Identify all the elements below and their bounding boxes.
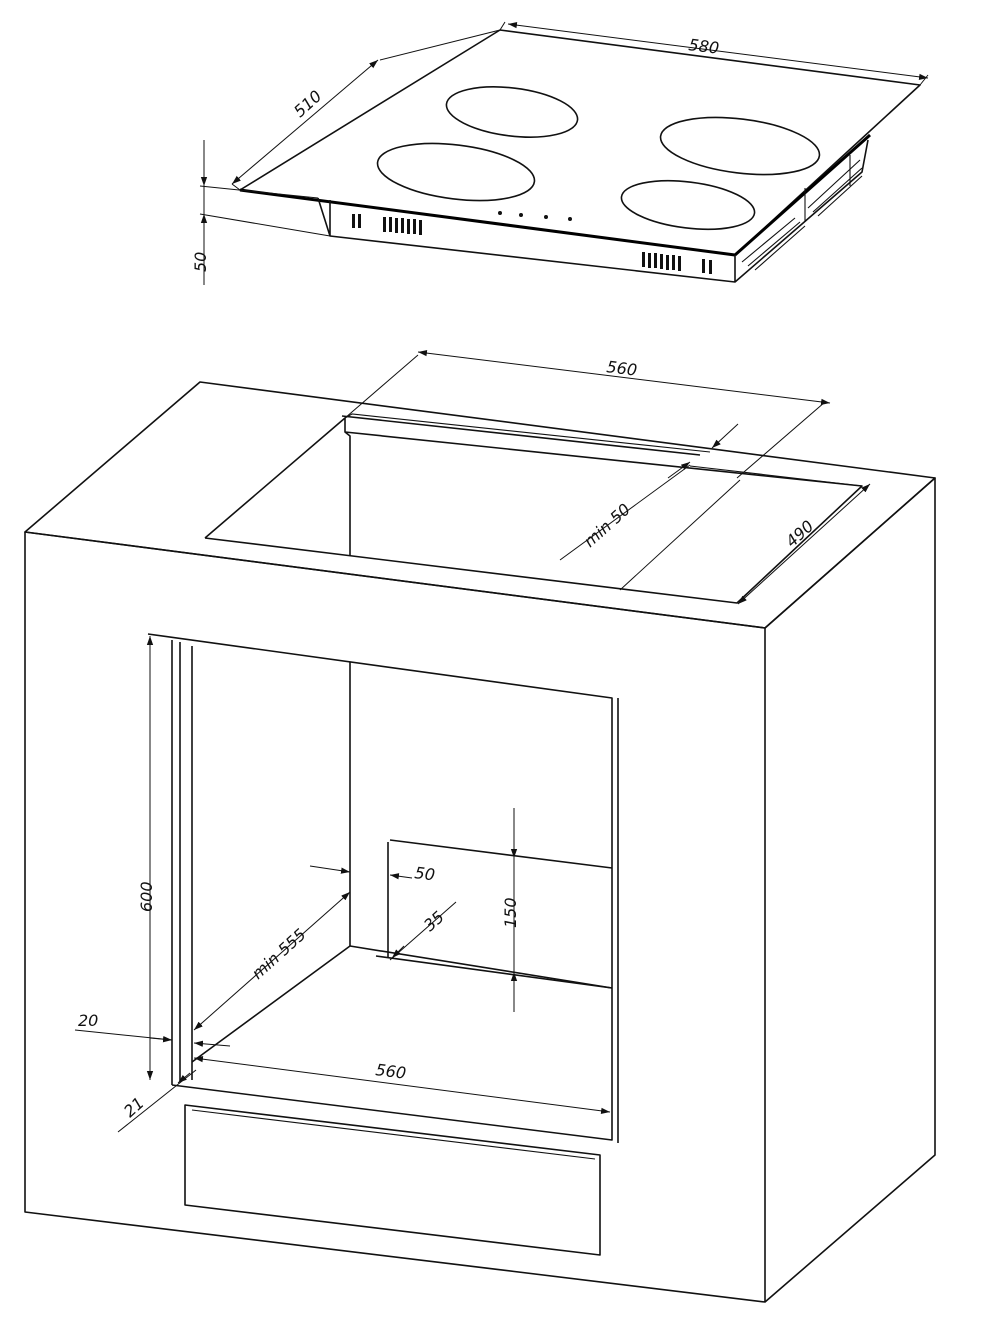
dim-hob-width: 580 <box>499 21 929 86</box>
dim-rear-gap-label: 50 <box>414 863 437 884</box>
worktop-cutout <box>204 413 863 604</box>
dim-hob-height-label: 50 <box>191 252 210 272</box>
dim-cutout-width: 560 <box>344 349 831 479</box>
hob-vents-right <box>642 252 712 274</box>
hob-front-edge <box>239 188 736 257</box>
hob-vents-left <box>352 214 422 235</box>
dim-rear-vent-height: 150 <box>501 808 520 1012</box>
dim-rear-gap: 50 <box>309 863 437 884</box>
drawer-front <box>184 1104 601 1256</box>
dim-cutout-depth-label: 490 <box>782 516 817 551</box>
dim-rear-depth-label: 35 <box>420 907 448 935</box>
burner-front-left <box>376 142 536 202</box>
dim-side-panel-label: 20 <box>78 1011 98 1030</box>
cabinet-front-face <box>24 531 766 1303</box>
cabinet: 560 490 min 50 <box>24 349 936 1303</box>
dim-hob-depth-label: 510 <box>290 86 325 121</box>
burner-rear-left <box>445 86 579 138</box>
dim-niche-width: 560 <box>193 1056 611 1114</box>
dim-rear-vent-height-label: 150 <box>501 897 520 928</box>
dim-front-offset-label: 21 <box>120 1093 148 1121</box>
burner-front-right <box>620 179 756 231</box>
hob-side-vents <box>741 159 863 271</box>
dim-niche-depth: min 555 <box>193 891 351 1031</box>
hob-right-edge <box>734 133 871 257</box>
cabinet-side-face <box>764 477 936 1303</box>
hob-body <box>317 139 869 283</box>
dim-hob-height: 50 <box>191 140 331 285</box>
dim-niche-height: 600 <box>137 636 156 1080</box>
dim-niche-width-label: 560 <box>375 1060 408 1083</box>
dim-side-panel: 20 <box>74 1011 231 1047</box>
hob: 580 510 50 <box>191 21 929 285</box>
dim-rear-depth: 35 <box>389 901 457 961</box>
burner-rear-right <box>659 116 821 176</box>
dim-niche-depth-label: min 555 <box>248 925 310 983</box>
control-indicators <box>498 211 572 221</box>
dim-cutout-back-gap: min 50 <box>559 423 739 561</box>
dim-cutout-back-gap-label: min 50 <box>580 500 634 551</box>
dim-hob-width-label: 580 <box>688 35 721 58</box>
dim-niche-height-label: 600 <box>137 881 156 912</box>
dim-cutout-depth: 490 <box>619 479 871 605</box>
dim-cutout-width-label: 560 <box>606 357 639 380</box>
